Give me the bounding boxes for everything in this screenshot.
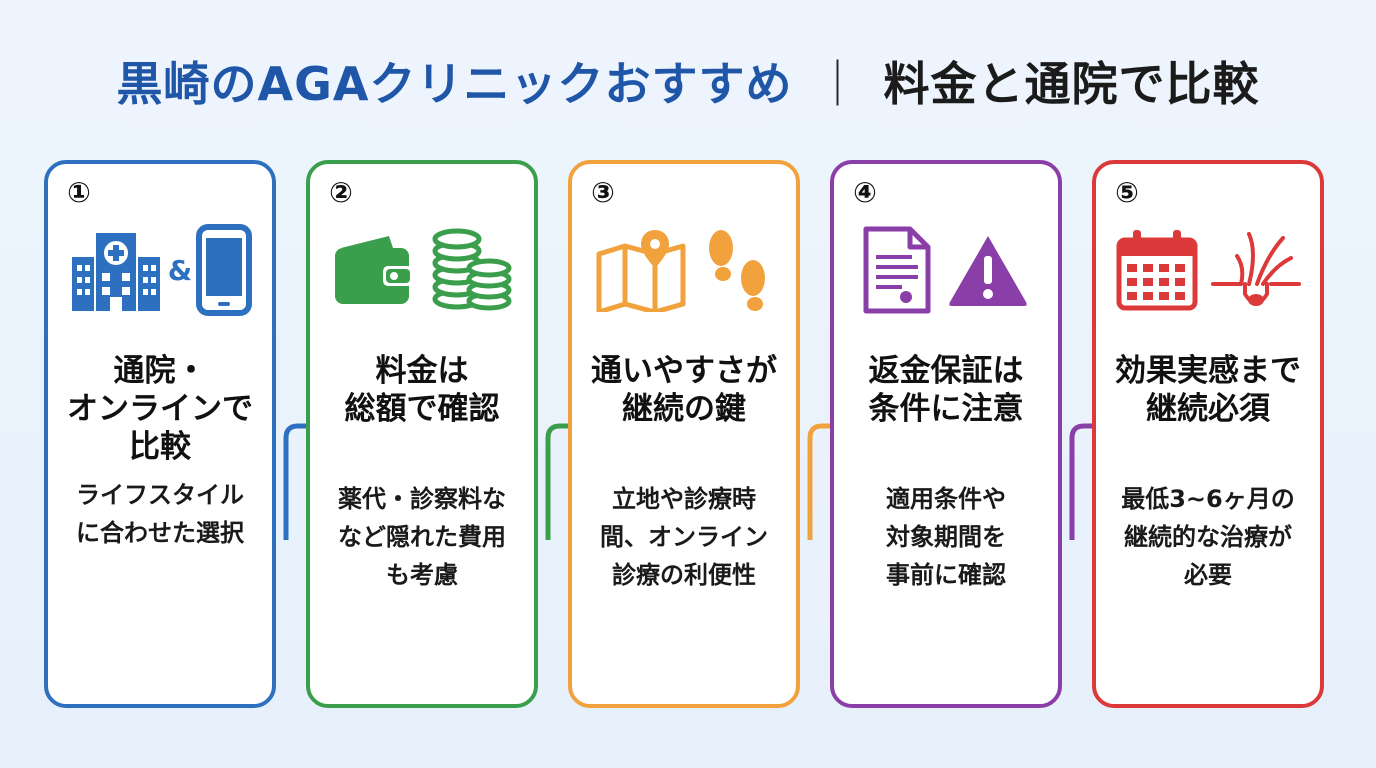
heading-line: 総額で確認 <box>344 391 500 427</box>
title-sub: 料金と通院で比較 <box>883 57 1260 111</box>
card-heading: 通院・ オンラインで 比較 <box>48 352 272 466</box>
card-2: ② <box>306 160 538 708</box>
footprints-icon <box>709 230 765 311</box>
card-heading: 返金保証は 条件に注意 <box>834 352 1058 428</box>
card-icons <box>1096 220 1320 320</box>
desc-line: 継続的な治療が <box>1124 523 1292 551</box>
card-5: ⑤ <box>1092 160 1324 708</box>
title-separator: ｜ <box>814 57 862 111</box>
step-number: ① <box>67 176 91 209</box>
desc-line: など隠れた費用 <box>338 523 506 551</box>
card-description: 立地や診療時 間、オンライン 診療の利便性 <box>572 480 796 594</box>
heading-line: 通いやすさが <box>591 353 777 389</box>
heading-line: 通院・ <box>113 353 207 389</box>
card-icons <box>310 220 534 320</box>
desc-line: 間、オンライン <box>600 523 768 551</box>
card-heading: 効果実感まで 継続必須 <box>1096 352 1320 428</box>
desc-line: 立地や診療時 <box>612 485 756 513</box>
heading-line: 比較 <box>129 429 191 465</box>
heading-line: オンラインで <box>67 391 253 427</box>
card-icons <box>572 220 796 320</box>
step-number: ④ <box>853 176 877 209</box>
desc-line: も考慮 <box>386 561 458 589</box>
card-icons: & <box>48 220 272 320</box>
card-4: ④ 返金保証は 条件に注意 <box>830 160 1062 708</box>
heading-line: 条件に注意 <box>868 391 1024 427</box>
desc-line: 最低3~6ヶ月の <box>1121 485 1295 513</box>
document-icon <box>863 226 931 314</box>
wallet-icon <box>335 236 413 304</box>
desc-line: 必要 <box>1184 561 1232 589</box>
page-title: 黒崎のAGAクリニックおすすめ ｜ 料金と通院で比較 <box>0 46 1376 116</box>
card-description: 最低3~6ヶ月の 継続的な治療が 必要 <box>1096 480 1320 594</box>
heading-line: 返金保証は <box>868 353 1024 389</box>
card-3: ③ 通いやすさが 継続の鍵 立地や診療時 <box>568 160 800 708</box>
calendar-icon <box>1116 230 1198 311</box>
hospital-icon <box>71 233 160 311</box>
card-description: ライフスタイル に合わせた選択 <box>48 476 272 552</box>
step-number: ③ <box>591 176 615 209</box>
step-number: ⑤ <box>1115 176 1139 209</box>
desc-line: ライフスタイル <box>76 481 244 509</box>
coins-icon <box>432 228 512 311</box>
map-icon <box>596 230 686 312</box>
warning-icon <box>949 236 1027 306</box>
card-description: 適用条件や 対象期間を 事前に確認 <box>834 480 1058 594</box>
desc-line: に合わせた選択 <box>76 519 244 547</box>
heading-line: 継続必須 <box>1146 391 1270 427</box>
heading-line: 継続の鍵 <box>622 391 746 427</box>
heading-line: 料金は <box>375 353 469 389</box>
heading-line: 効果実感まで <box>1115 353 1301 389</box>
card-1: ① <box>44 160 276 708</box>
desc-line: 適用条件や <box>886 485 1006 513</box>
card-icons <box>834 220 1058 320</box>
card-description: 薬代・診察料な など隠れた費用 も考慮 <box>310 480 534 594</box>
card-heading: 料金は 総額で確認 <box>310 352 534 428</box>
desc-line: 事前に確認 <box>886 561 1006 589</box>
desc-line: 対象期間を <box>886 523 1006 551</box>
step-number: ② <box>329 176 353 209</box>
card-heading: 通いやすさが 継続の鍵 <box>572 352 796 428</box>
hair-follicle-icon <box>1211 232 1301 306</box>
desc-line: 薬代・診察料な <box>338 485 506 513</box>
smartphone-icon <box>196 224 253 316</box>
title-main: 黒崎のAGAクリニックおすすめ <box>116 57 793 111</box>
ampersand: & <box>167 253 193 287</box>
desc-line: 診療の利便性 <box>612 561 756 589</box>
